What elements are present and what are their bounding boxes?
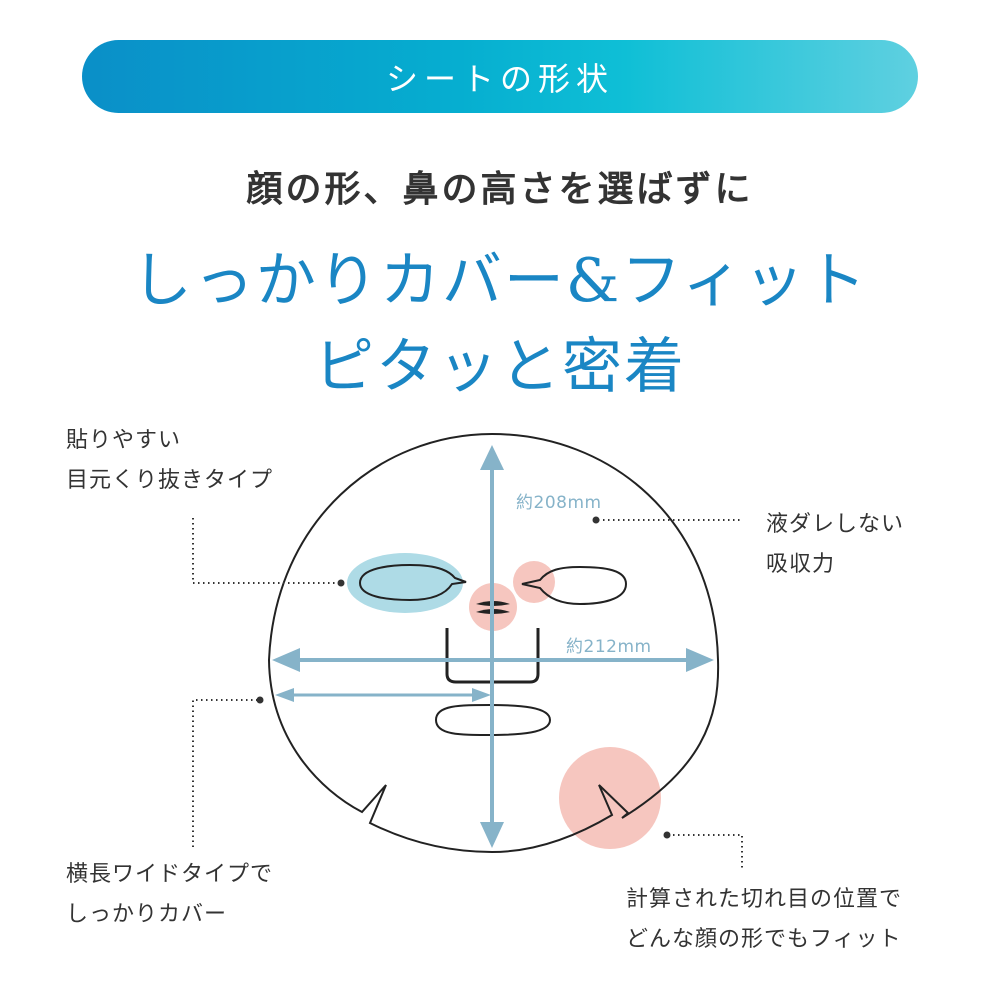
callout-absorbency-line1: 液ダレしない — [766, 512, 905, 537]
slit-highlight — [559, 747, 661, 849]
eye-highlight — [347, 553, 463, 613]
callout-eye-cutout-line1: 貼りやすい — [66, 428, 182, 453]
callout-wide-type: 横長ワイドタイプで しっかりカバー — [66, 855, 273, 935]
leader-dot-bottom-left — [256, 696, 264, 704]
leader-dot-top-right — [592, 516, 600, 524]
section-banner: シートの形状 — [82, 40, 918, 113]
width-dimension-label: 約212mm — [566, 637, 652, 657]
mask-outline — [267, 432, 720, 854]
leader-bottom-right — [668, 834, 743, 870]
headline-line-1: しっかりカバー&フィット — [131, 246, 869, 316]
arrow-right-icon — [686, 648, 714, 672]
arrow-down-icon — [480, 822, 504, 848]
callout-slit-position-line2: どんな顔の形でもフィット — [626, 927, 902, 952]
banner-title: シートの形状 — [385, 59, 614, 98]
arrow-right-small-icon — [472, 688, 491, 702]
arrow-left-small-icon — [275, 688, 294, 702]
callout-absorbency-line2: 吸収力 — [766, 552, 836, 577]
callout-eye-cutout: 貼りやすい 目元くり抜きタイプ — [66, 421, 273, 501]
height-dimension-label: 約208mm — [516, 493, 602, 513]
left-eye-hole — [358, 563, 467, 602]
right-eye-hole — [521, 565, 628, 606]
callout-absorbency: 液ダレしない 吸収力 — [766, 505, 904, 585]
mouth-hole — [434, 703, 552, 737]
callout-slit-position: 計算された切れ目の位置で どんな顔の形でもフィット — [626, 880, 902, 960]
leader-top-left — [192, 518, 340, 584]
callout-wide-type-line1: 横長ワイドタイプで — [66, 862, 274, 887]
subtitle: 顔の形、鼻の高さを選ばずに — [246, 169, 754, 210]
callout-wide-type-line2: しっかりカバー — [66, 902, 228, 927]
leader-bottom-left — [192, 699, 258, 847]
callout-slit-position-line1: 計算された切れ目の位置で — [626, 887, 903, 912]
arrow-left-icon — [272, 648, 300, 672]
headline-line-2: ピタッと密着 — [314, 332, 686, 402]
arrow-up-icon — [480, 445, 504, 470]
leader-dot-top-left — [337, 579, 345, 587]
callout-eye-cutout-line2: 目元くり抜きタイプ — [66, 468, 274, 493]
leader-dot-bottom-right — [663, 831, 671, 839]
